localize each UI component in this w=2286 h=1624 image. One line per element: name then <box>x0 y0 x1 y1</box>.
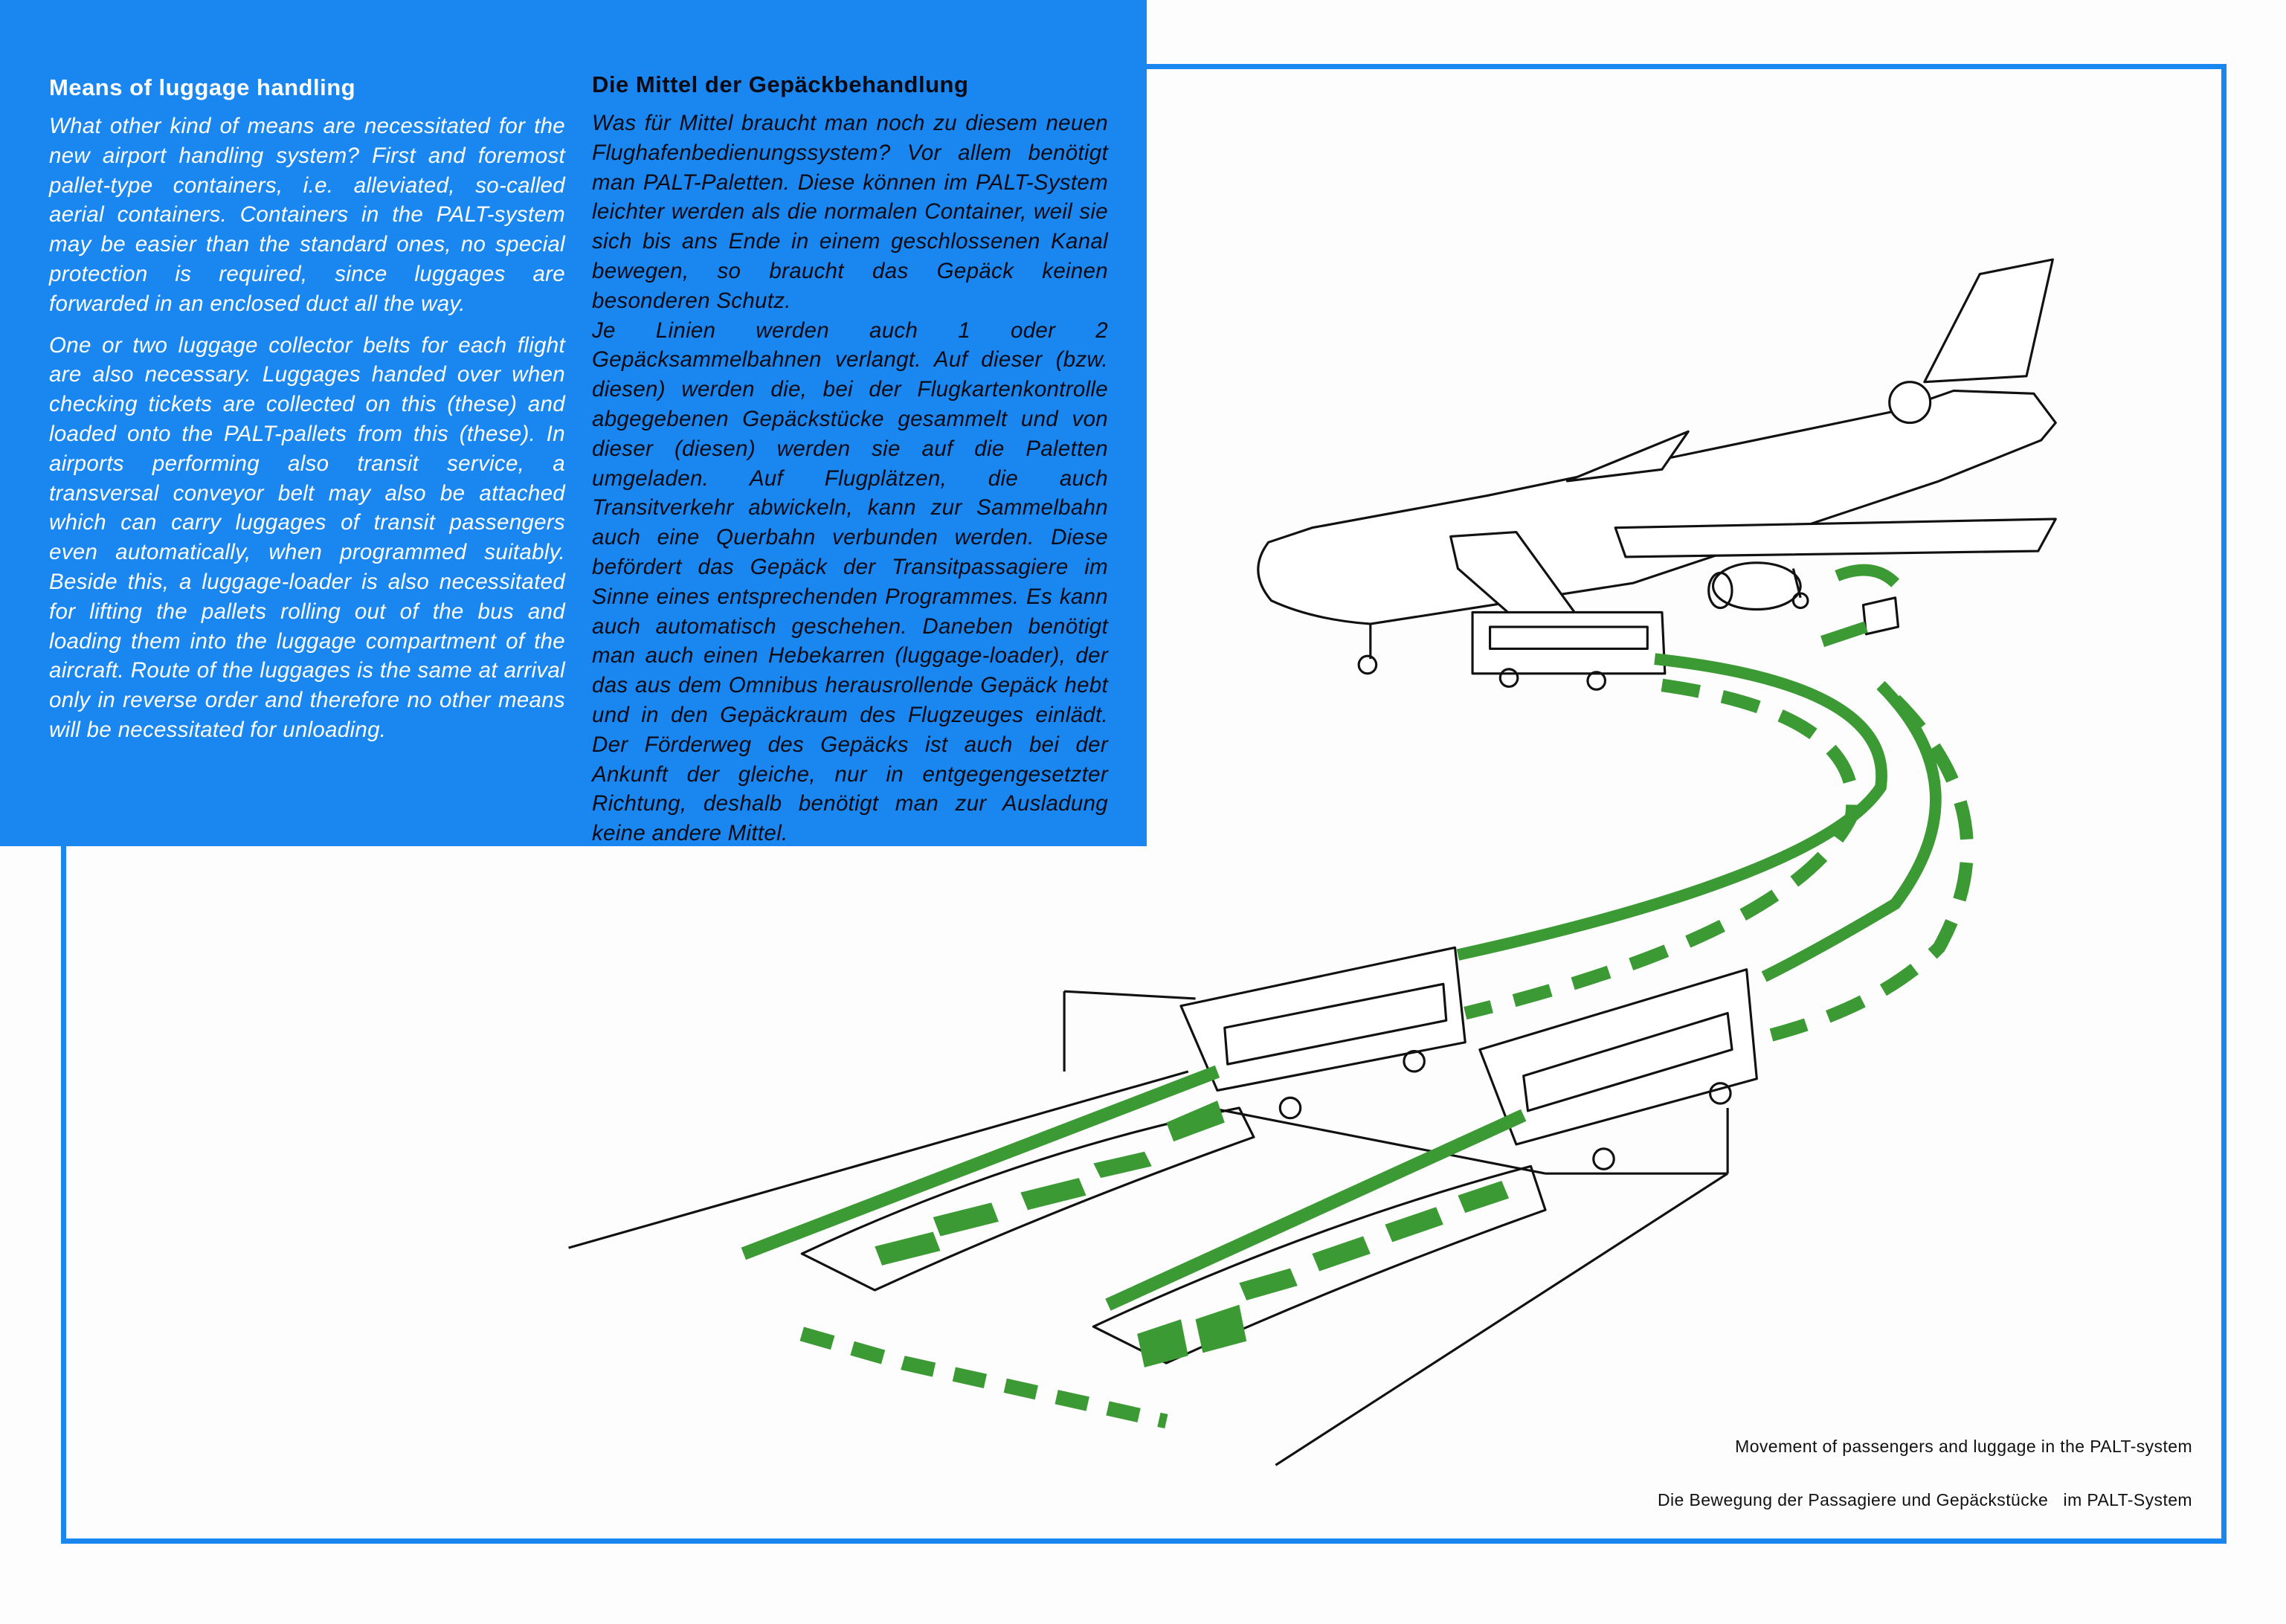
bus-wheel <box>1403 1049 1426 1073</box>
gate-bus-1-windows <box>1223 982 1448 1066</box>
gate-bus-2 <box>1478 968 1758 1146</box>
loader-arrow <box>1820 564 1900 648</box>
nose-wheel <box>1357 654 1378 675</box>
english-heading: Means of luggage handling <box>49 74 356 100</box>
conveyor-duct <box>1092 1164 1547 1364</box>
gate-bus-2-windows <box>1522 1011 1733 1112</box>
pallet <box>1166 1101 1225 1142</box>
pallet <box>1458 1180 1510 1214</box>
main-wheel <box>1791 592 1809 610</box>
apron-bus-windows <box>1489 625 1649 650</box>
pallet <box>1093 1151 1152 1179</box>
english-column: Means of luggage handling What other kin… <box>49 74 565 757</box>
main-wing <box>1614 518 2057 558</box>
pallet <box>875 1231 941 1266</box>
luggage-loader <box>1861 596 1900 636</box>
german-column: Die Mittel der Gepäckbehandlung Was für … <box>592 71 1108 860</box>
bus-wheel <box>1586 671 1607 691</box>
bus-wheel <box>1592 1147 1615 1170</box>
ground-line <box>568 990 1729 1466</box>
german-paragraph: Was für Mittel braucht man noch zu diese… <box>592 111 1108 313</box>
gate-bus-1 <box>1179 946 1466 1092</box>
caption-german: Die Bewegung der Passagiere und Gepäckst… <box>1658 1490 2192 1509</box>
wing-engine-intake <box>1707 571 1733 610</box>
top-wing <box>1565 430 1690 483</box>
tail-fin <box>1923 258 2054 384</box>
wing-engine <box>1711 561 1802 611</box>
pallet-dashed-arrow <box>799 1327 1168 1429</box>
transit-route-dashed-arrow <box>1769 695 1974 1042</box>
pallet <box>1385 1207 1443 1243</box>
caption-english: Movement of passengers and luggage in th… <box>1735 1437 2192 1456</box>
apron-bus <box>1471 610 1667 675</box>
german-heading: Die Mittel der Gepäckbehandlung <box>592 71 969 97</box>
luggage-route-solid-arrow <box>1456 653 1887 961</box>
pallet <box>1312 1236 1371 1272</box>
bus-wheel <box>1709 1082 1732 1105</box>
english-paragraph: One or two luggage collector belts for e… <box>49 332 565 742</box>
conveyor-duct <box>800 1106 1255 1292</box>
luggage-route-dashed-arrow <box>1464 678 1859 1020</box>
fuselage <box>1257 389 2057 625</box>
transit-route-solid-arrow <box>1761 680 1942 982</box>
pallet <box>1239 1268 1298 1301</box>
passenger-arrow-1 <box>741 1065 1220 1260</box>
pallet <box>1195 1304 1247 1353</box>
bus-wheel <box>1278 1096 1302 1120</box>
passenger-arrow-2 <box>1105 1109 1527 1311</box>
german-paragraph: Je Linien werden auch 1 oder 2 Gepäcksam… <box>592 318 1108 846</box>
english-paragraph: What other kind of means are necessitate… <box>49 114 565 316</box>
bus-wheel <box>1498 668 1519 688</box>
luggage-pallets <box>875 1101 1510 1367</box>
pallet <box>1137 1319 1188 1367</box>
pallet <box>1020 1178 1086 1211</box>
tail-engine <box>1888 381 1932 425</box>
pallet <box>933 1202 999 1237</box>
text-panel: Means of luggage handling What other kin… <box>0 0 1147 846</box>
